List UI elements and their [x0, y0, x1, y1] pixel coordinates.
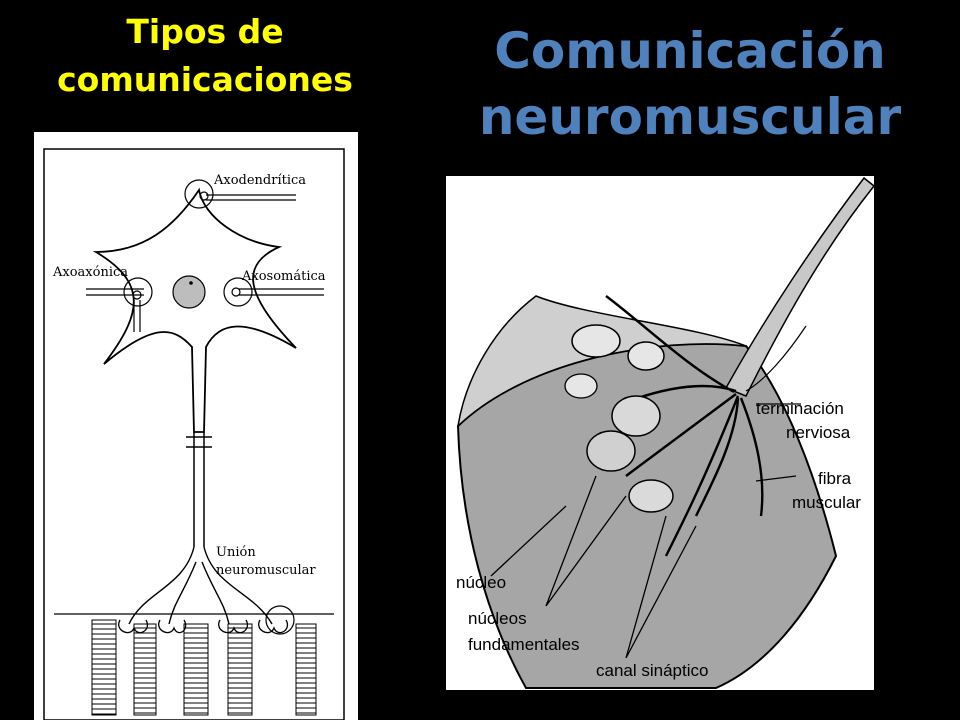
nerve-fiber-edge [745, 325, 807, 392]
axon [193, 432, 205, 547]
neuromuscular-junction-diagram: terminación nerviosa fibra muscular núcl… [446, 176, 874, 690]
terminal-button-1 [118, 619, 149, 634]
label-axodendritic: Axodendrítica [213, 173, 306, 188]
nucleus-3 [611, 395, 661, 437]
terminal-button-4 [258, 619, 289, 634]
label-synaptic-channel: canal sináptico [596, 661, 708, 680]
pointer-synaptic-channel [625, 515, 697, 659]
axon-break [186, 436, 212, 448]
nucleus-2 [627, 341, 665, 371]
neuron-diagram-svg: Axodendrítica Axoaxónica Axosomática Uni… [43, 148, 345, 720]
cell-body [92, 187, 297, 433]
axodendritic-axon [206, 194, 296, 201]
nucleus-4 [586, 430, 636, 472]
axosomatic-terminal [231, 287, 241, 297]
axodendritic-circle [184, 179, 214, 209]
label-nerve-terminal-2: nerviosa [786, 423, 851, 442]
label-axoaxonic: Axoaxónica [52, 265, 128, 280]
neuron-synapse-diagram: Axodendrítica Axoaxónica Axosomática Uni… [34, 132, 358, 720]
label-nucleus: núcleo [456, 573, 506, 592]
axoaxonic-branch [133, 300, 141, 332]
nucleus [172, 275, 206, 309]
terminal-branches [128, 546, 273, 625]
nucleus-6 [564, 373, 598, 399]
label-muscle-fiber-2: muscular [792, 493, 861, 512]
terminal-button-2 [158, 619, 187, 634]
label-neuromuscular-1: Unión [216, 545, 256, 560]
nerve-terminal-branches [605, 295, 764, 557]
pointer-fundamental-nuclei [545, 475, 627, 607]
terminal-button-3 [218, 619, 249, 634]
neuromuscular-circle [265, 605, 295, 635]
right-title: Comunicación neuromuscular [420, 18, 960, 150]
axoaxonic-axon [86, 288, 144, 296]
left-title: Tipos de comunicaciones [20, 8, 390, 104]
axosomatic-circle [223, 277, 253, 307]
striated-muscle [91, 619, 317, 716]
nucleus-1 [571, 324, 621, 358]
pointer-muscle-fiber [755, 475, 797, 482]
right-title-text: Comunicación neuromuscular [478, 22, 902, 146]
nerve-fiber [724, 176, 874, 397]
axodendritic-terminal [199, 191, 209, 201]
muscle-membrane [456, 295, 747, 429]
label-fundamental-nuclei-2: fundamentales [468, 635, 580, 654]
label-neuromuscular-2: neuromuscular [216, 563, 316, 578]
left-title-text: Tipos de comunicaciones [57, 12, 353, 99]
label-muscle-fiber-1: fibra [818, 469, 852, 488]
axoaxonic-terminal [132, 290, 142, 300]
label-nerve-terminal-1: terminación [756, 399, 844, 418]
label-fundamental-nuclei-1: núcleos [468, 609, 527, 628]
pointer-nucleus [490, 505, 567, 577]
label-axosomatic: Axosomática [241, 269, 326, 284]
junction-diagram-svg: terminación nerviosa fibra muscular núcl… [456, 176, 874, 689]
nucleus-5 [628, 479, 674, 513]
diagram-frame [43, 148, 345, 720]
axoaxonic-circle [123, 277, 153, 307]
nucleolus [189, 281, 193, 285]
axosomatic-axon [239, 288, 324, 296]
